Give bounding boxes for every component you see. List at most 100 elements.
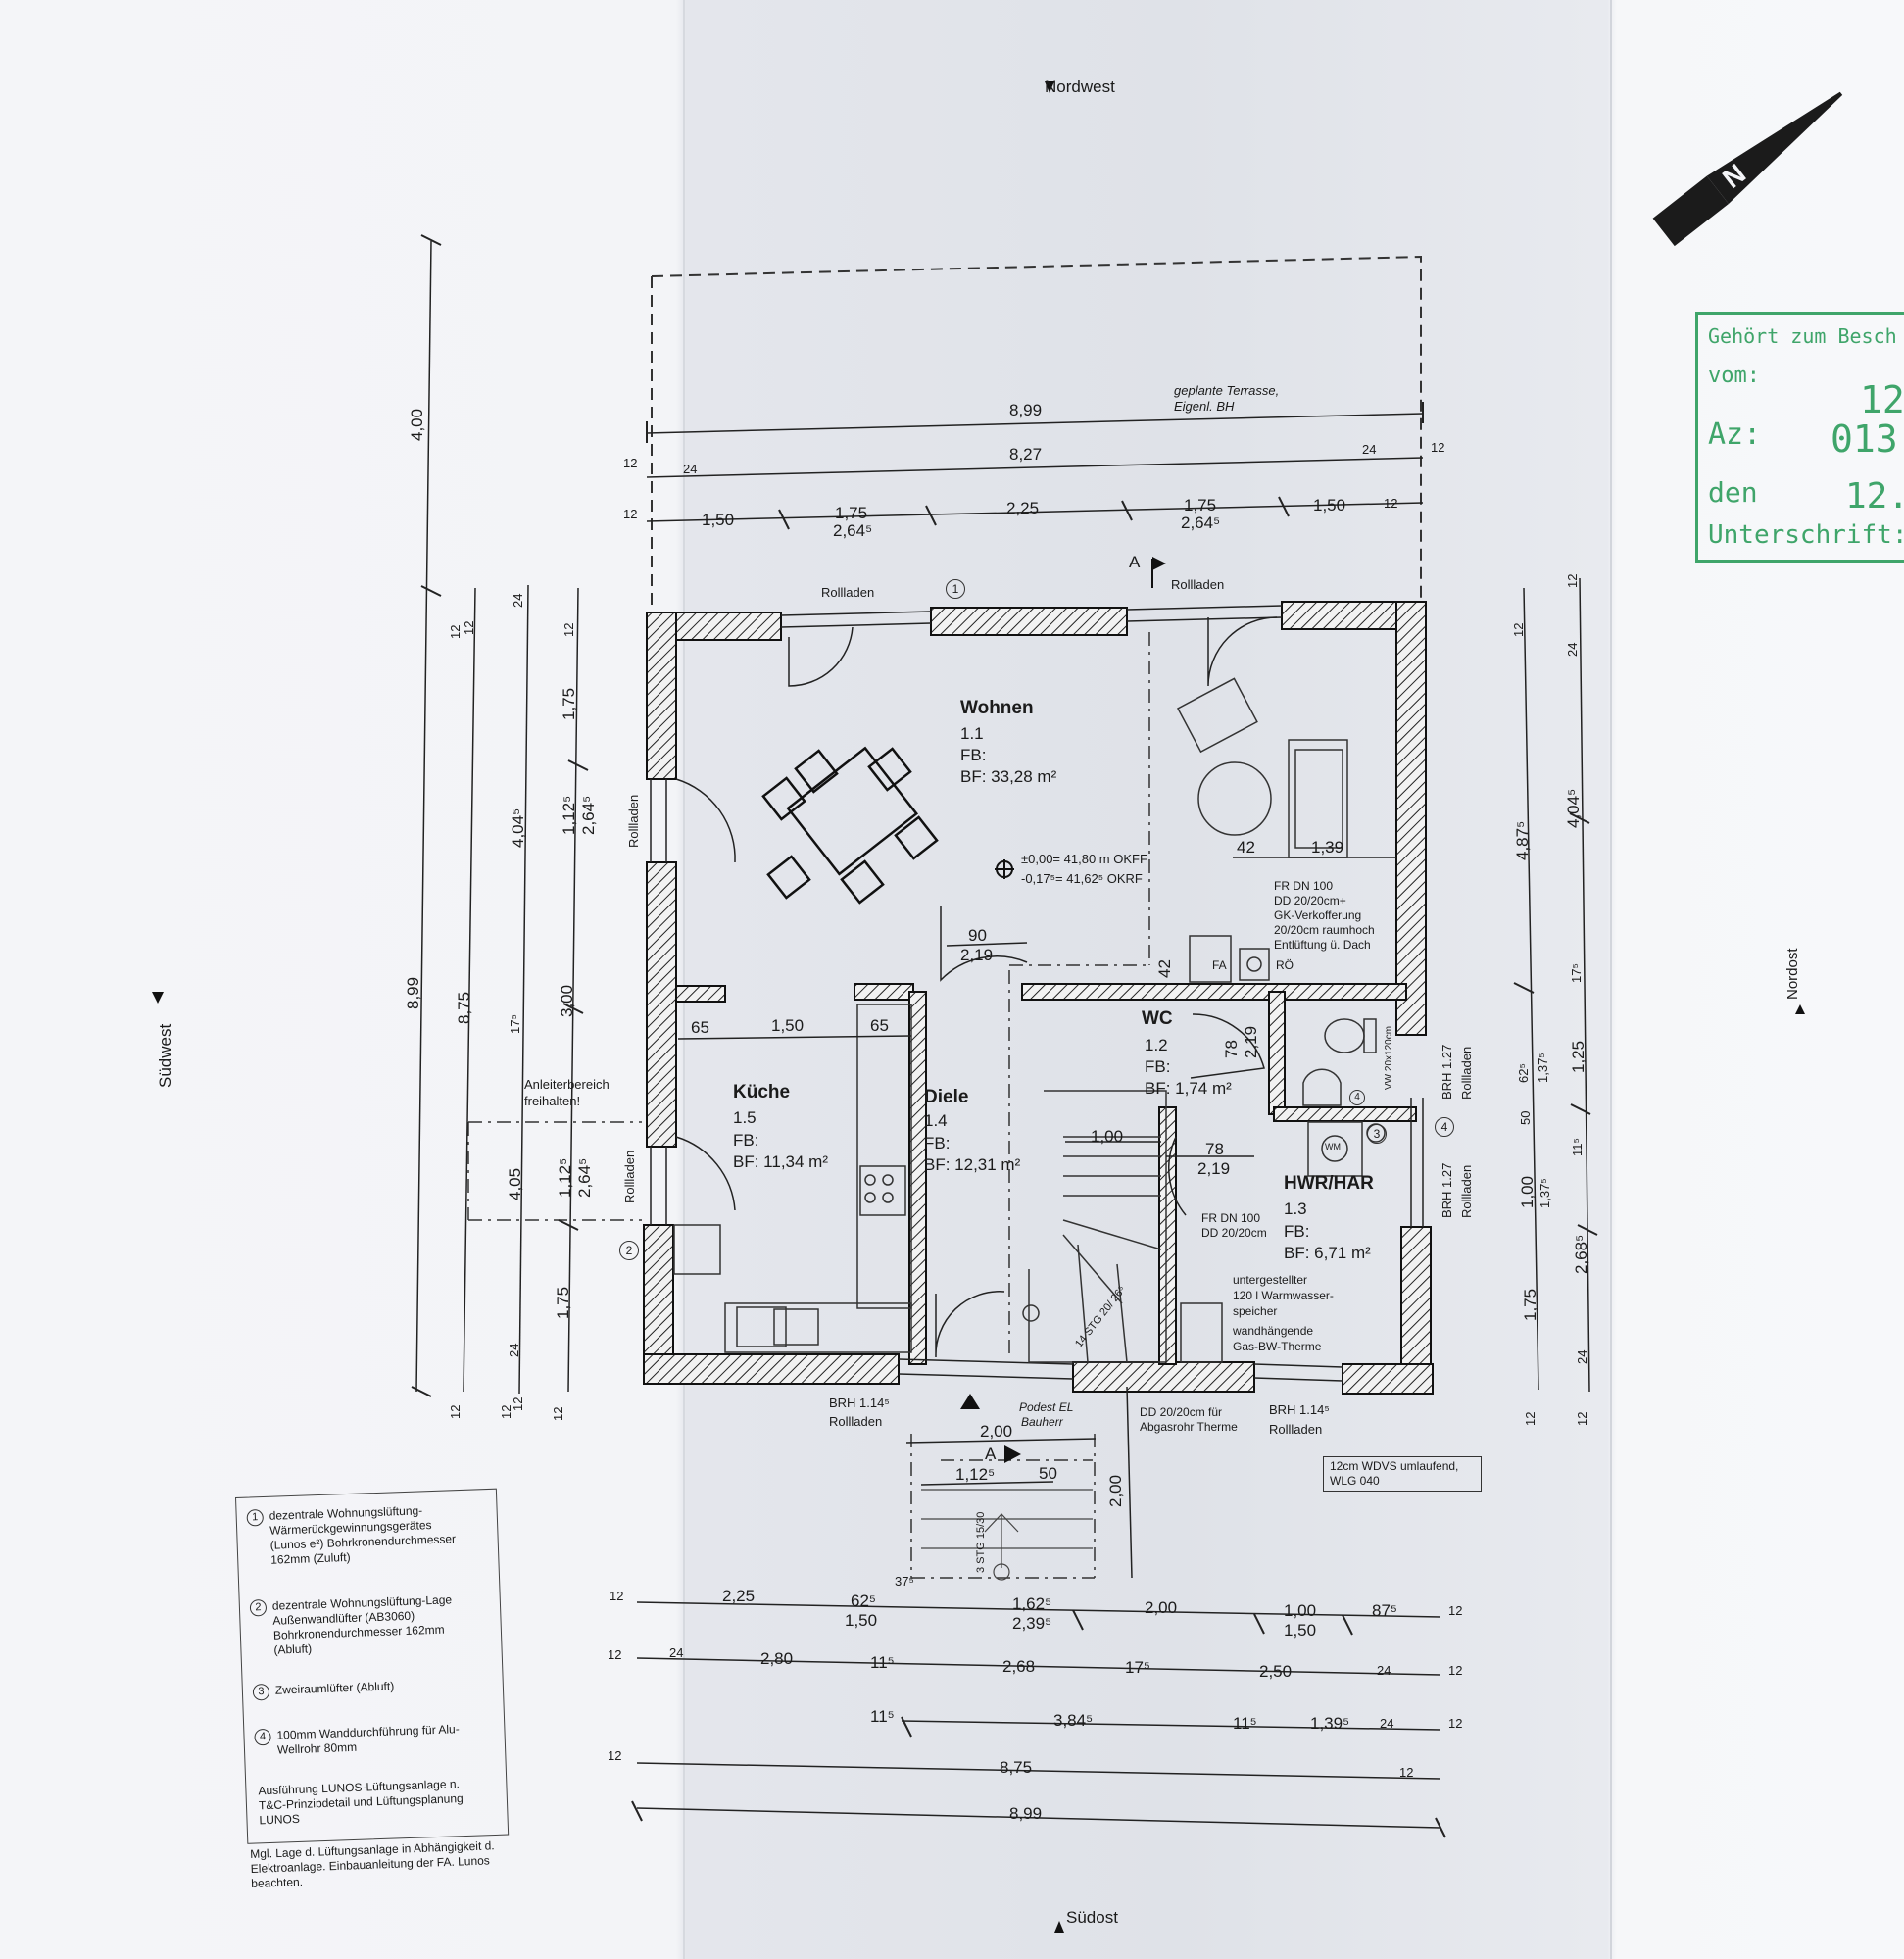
dim-i-200a: 2,00	[980, 1422, 1013, 1441]
note-dd-gk-3: 20/20cm raumhoch	[1274, 923, 1375, 937]
dim-b1-200: 2,00	[1145, 1598, 1178, 1617]
stamp-vom-value: 12	[1860, 378, 1904, 421]
label-nordost: Nordost	[1784, 948, 1801, 1000]
dim-b1-225: 2,25	[722, 1587, 756, 1605]
note-wdvs-1: 12cm WDVS umlaufend,	[1330, 1459, 1459, 1473]
room-hwr-name: HWR/HAR	[1284, 1173, 1374, 1194]
legend-text-1: dezentrale Wohnungslüftung-Wärmerückgewi…	[269, 1503, 457, 1567]
dim-t-2645a: 2,64⁵	[833, 521, 873, 540]
dim-b2-115: 11⁵	[870, 1653, 895, 1672]
section-a-bottom: A	[985, 1445, 997, 1463]
dim-r-625: 62⁵	[1516, 1063, 1531, 1083]
label-suedwest: Südwest	[156, 1023, 174, 1088]
note-rollladen-sw: Rollladen	[829, 1414, 883, 1429]
label-ro: RÖ	[1276, 958, 1294, 972]
dimension-ticks	[411, 234, 1598, 1838]
dim-i-200b: 2,00	[1106, 1474, 1125, 1507]
room-hwr-fb: FB:	[1284, 1222, 1310, 1241]
legend-text-3: Zweiraumlüfter (Abluft)	[274, 1679, 395, 1697]
dim-l-400: 4,00	[408, 408, 426, 441]
wall-bottom-c	[1342, 1363, 1434, 1395]
label-vw: VW 20x120cm	[1384, 1025, 1394, 1090]
dim-i-42a: 42	[1237, 838, 1255, 857]
note-dd-abgas-1: DD 20/20cm für	[1140, 1405, 1223, 1419]
wall-int-2	[854, 983, 914, 1001]
wall-bottom-b	[1072, 1361, 1255, 1393]
dim-b1-1625: 1,62⁵	[1012, 1594, 1052, 1613]
dim-r-24b: 24	[1575, 1349, 1589, 1364]
dim-l-12b: 12	[448, 1404, 463, 1419]
dim-l-2645a: 2,64⁵	[579, 795, 598, 835]
section-a-top: A	[1129, 553, 1141, 571]
legend-num-1: 1	[246, 1509, 265, 1527]
note-terrace-2: Eigenl. BH	[1174, 399, 1235, 414]
dim-i-1125: 1,12⁵	[955, 1465, 996, 1484]
hidden-lines	[467, 632, 1150, 1579]
dim-i-65b: 65	[870, 1016, 889, 1035]
dim-b2-12: 12	[608, 1647, 622, 1662]
room-wc-name: WC	[1142, 1008, 1173, 1029]
room-kueche-bf: BF: 11,34 m²	[733, 1152, 828, 1171]
dim-b2-24b: 24	[1377, 1663, 1391, 1678]
note-dd-20: DD 20/20cm	[1201, 1226, 1267, 1240]
wall-right-a	[1395, 601, 1427, 1036]
wall-int-5	[1158, 1106, 1177, 1365]
dim-b3-115b: 11⁵	[1233, 1714, 1257, 1733]
living-furniture	[1176, 677, 1348, 858]
note-rollladen-ne-2: Rollladen	[1459, 1164, 1474, 1218]
dim-i-50: 50	[1039, 1464, 1057, 1483]
kitchen-fixtures	[673, 1004, 912, 1353]
legend-num-2: 2	[249, 1598, 268, 1617]
level-marker	[995, 859, 1014, 879]
room-diele-fb: FB:	[924, 1134, 951, 1152]
dim-i-42b: 42	[1155, 959, 1174, 978]
wall-bottom-a	[643, 1353, 900, 1385]
legend-text-4: 100mm Wanddurchführung für Alu-Wellrohr …	[276, 1722, 460, 1757]
dim-r-4045: 4,04⁵	[1564, 788, 1583, 828]
dim-r-12c: 12	[1523, 1411, 1538, 1426]
section-markers	[152, 81, 1805, 1933]
dim-l-12d: 12	[561, 622, 576, 637]
paper-fold-left	[683, 0, 685, 1959]
room-hwr-number: 1.3	[1284, 1200, 1307, 1218]
note-rollladen-left-2: Rollladen	[622, 1150, 637, 1203]
wall-int-4	[908, 991, 927, 1365]
dim-i-78a: 78	[1222, 1040, 1241, 1058]
dim-t-24a: 24	[683, 462, 698, 476]
dim-l-2645b: 2,64⁵	[575, 1157, 594, 1198]
note-dd-gk-2: GK-Verkofferung	[1274, 908, 1362, 922]
dim-b1-12b: 12	[1448, 1603, 1463, 1618]
room-kueche-fb: FB:	[733, 1131, 759, 1150]
sanitary-fixtures	[1180, 935, 1386, 1363]
dim-b4-875: 8,75	[1000, 1758, 1033, 1777]
note-rollladen-top-right: Rollladen	[1171, 577, 1225, 592]
note-rollladen-se: Rollladen	[1269, 1422, 1323, 1437]
doors	[675, 616, 1278, 1358]
note-therme-1: wandhängende	[1233, 1324, 1314, 1338]
dim-b5-899: 8,99	[1009, 1804, 1043, 1823]
room-wohnen-name: Wohnen	[960, 698, 1034, 718]
wall-top-b	[930, 607, 1128, 636]
vent-marker-3: 3	[1367, 1124, 1387, 1144]
dim-l-175c: 1,75	[554, 1286, 572, 1319]
wall-int-7	[1273, 1106, 1417, 1122]
dim-b2-24: 24	[669, 1645, 684, 1660]
dim-r-2685: 2,68⁵	[1572, 1234, 1590, 1274]
dim-l-1125b: 1,12⁵	[556, 1157, 574, 1198]
dim-b2-12b: 12	[1448, 1663, 1463, 1678]
wall-left-a	[646, 612, 677, 780]
dining-set	[761, 746, 939, 905]
dim-t-12b: 12	[1431, 440, 1445, 455]
dim-l-4045: 4,04⁵	[509, 808, 527, 848]
dim-b1-625: 62⁵	[851, 1592, 876, 1610]
dim-r-12b: 12	[1565, 573, 1580, 588]
room-wc-bf: BF: 1,74 m²	[1145, 1079, 1232, 1098]
dim-l-24a: 24	[511, 593, 525, 608]
label-suedost: Südost	[1066, 1908, 1118, 1927]
windows	[650, 605, 1424, 1382]
note-terrace-1: geplante Terrasse,	[1174, 383, 1280, 398]
vent-marker-4: 4	[1435, 1117, 1454, 1137]
dim-t-175b: 1,75	[1184, 496, 1217, 514]
